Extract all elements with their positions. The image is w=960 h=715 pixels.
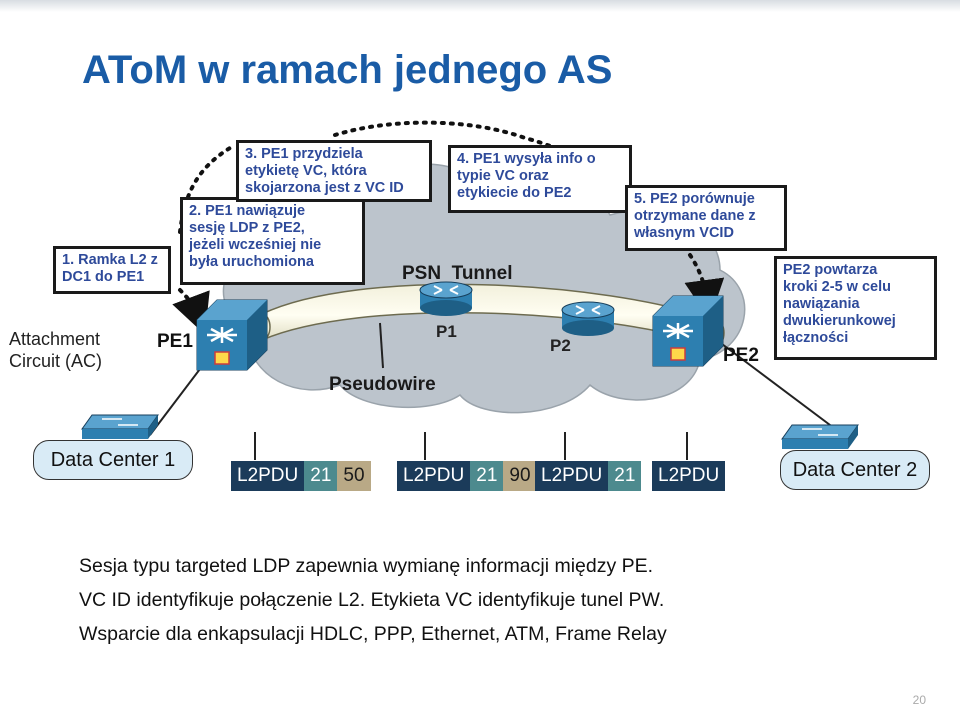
callout-step3: 3. PE1 przydziela etykietę VC, która sko… <box>236 140 432 202</box>
pe2-dc2-link <box>709 334 851 441</box>
page-number: 20 <box>912 693 926 707</box>
pdu-1-vc-label: 21 <box>304 461 338 491</box>
pdu-2: L2PDU 21 90 <box>397 461 537 491</box>
bottom-text-line-2: VC ID identyfikuje połączenie L2. Etykie… <box>79 589 665 611</box>
pdu-1: L2PDU 21 50 <box>231 461 371 491</box>
pdu-3-vc-label: 21 <box>608 461 642 491</box>
pe1-dotted-arrow <box>172 288 210 335</box>
p1-label: P1 <box>436 322 457 341</box>
pe2-label: PE2 <box>723 345 759 366</box>
callout-step6-text: PE2 powtarza kroki 2-5 w celu nawiązania… <box>783 262 896 346</box>
callout-step5-text: 5. PE2 porównuje otrzymane dane z własny… <box>634 191 756 241</box>
dc1-switch-icon <box>81 414 159 439</box>
p2-label: P2 <box>550 336 571 355</box>
callout-step4: 4. PE1 wysyła info o typie VC oraz etyki… <box>448 145 632 213</box>
pdu-2-l2: L2PDU <box>397 461 471 491</box>
bottom-text-line-3: Wsparcie dla enkapsulacji HDLC, PPP, Eth… <box>79 623 667 645</box>
pseudowire-label: Pseudowire <box>329 374 436 395</box>
pe2-router-icon <box>652 295 724 367</box>
pdu-4: L2PDU <box>652 461 726 491</box>
p1-router-icon <box>419 281 473 316</box>
attachment-circuit-label: Attachment Circuit (AC) <box>9 329 102 371</box>
top-bar <box>0 0 960 12</box>
pdu-2-vc-label: 21 <box>470 461 504 491</box>
callout-step2-text: 2. PE1 nawiązuje sesję LDP z PE2, jeżeli… <box>189 203 322 270</box>
callout-step3-text: 3. PE1 przydziela etykietę VC, która sko… <box>245 146 404 196</box>
psn-tunnel-label: PSN Tunnel <box>402 263 513 284</box>
pdu-2-tunnel-label: 90 <box>503 461 537 491</box>
pe1-label: PE1 <box>157 331 193 352</box>
pdu-4-l2: L2PDU <box>652 461 726 491</box>
dc2-switch-icon <box>781 424 859 449</box>
callout-step5: 5. PE2 porównuje otrzymane dane z własny… <box>625 185 787 251</box>
callout-step6: PE2 powtarza kroki 2-5 w celu nawiązania… <box>774 256 937 360</box>
pdu-1-l2: L2PDU <box>231 461 305 491</box>
pe1-router-icon <box>196 299 268 371</box>
slide-title: AToM w ramach jednego AS <box>82 48 613 92</box>
pdu-3-l2: L2PDU <box>535 461 609 491</box>
dc2-box: Data Center 2 <box>780 450 930 490</box>
pdu-3: L2PDU 21 <box>535 461 642 491</box>
callout-step1: 1. Ramka L2 z DC1 do PE1 <box>53 246 171 294</box>
callout-step2: 2. PE1 nawiązuje sesję LDP z PE2, jeżeli… <box>180 197 365 285</box>
p2-router-icon <box>561 301 615 336</box>
callout-step4-text: 4. PE1 wysyła info o typie VC oraz etyki… <box>457 151 596 201</box>
pseudowire-pointer <box>379 322 384 369</box>
bottom-text-line-1: Sesja typu targeted LDP zapewnia wymianę… <box>79 555 654 577</box>
pdu-1-tunnel-label: 50 <box>337 461 371 491</box>
dc1-box: Data Center 1 <box>33 440 193 480</box>
callout-step1-text: 1. Ramka L2 z DC1 do PE1 <box>62 252 158 285</box>
